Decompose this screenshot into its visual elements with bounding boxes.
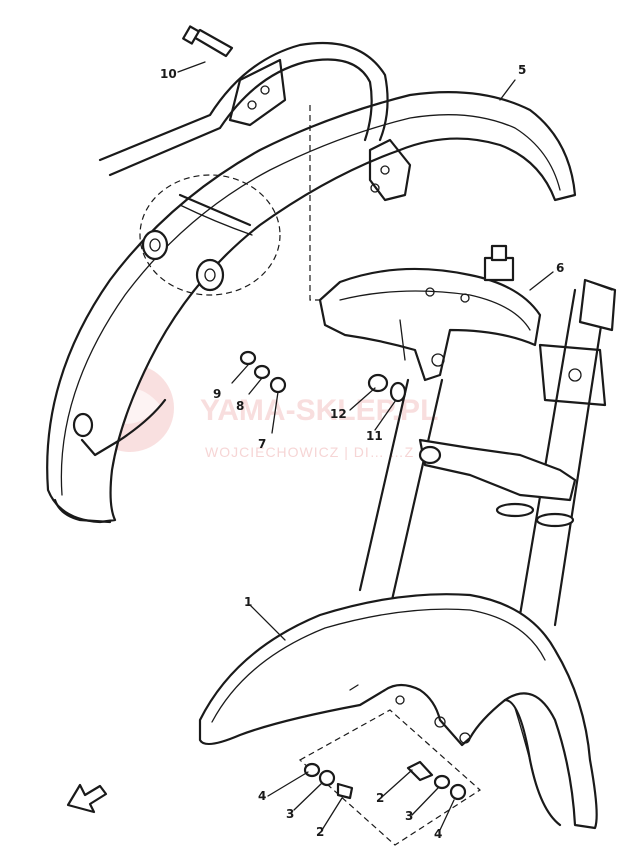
front-fender bbox=[198, 593, 598, 830]
callout-1: 1 bbox=[244, 595, 252, 609]
watermark-subtitle: WOJCIECHOWICZ | DI… …Z CHA… bbox=[205, 444, 467, 460]
callout-10: 10 bbox=[160, 67, 177, 81]
rear-fender bbox=[46, 91, 577, 524]
callout-4-left: 4 bbox=[258, 789, 266, 803]
callout-8: 8 bbox=[236, 399, 244, 413]
callout-7: 7 bbox=[258, 437, 266, 451]
callout-9: 9 bbox=[213, 387, 221, 401]
callout-5: 5 bbox=[518, 63, 526, 77]
hardware-lower bbox=[298, 709, 481, 846]
hardware-upper bbox=[239, 350, 407, 403]
callout-2-left: 2 bbox=[316, 825, 324, 839]
callout-4-right: 4 bbox=[434, 827, 442, 841]
rear-frame-rail bbox=[98, 41, 412, 202]
bolt-10 bbox=[182, 25, 234, 58]
callout-labels: 10 5 6 9 8 7 12 11 1 4 3 2 2 3 4 bbox=[160, 63, 564, 841]
callout-11: 11 bbox=[366, 429, 383, 443]
callout-3-left: 3 bbox=[286, 807, 294, 821]
front-forks bbox=[358, 278, 617, 627]
callout-3-right: 3 bbox=[405, 809, 413, 823]
callout-2-right: 2 bbox=[376, 791, 384, 805]
front-bracket bbox=[318, 244, 542, 382]
direction-arrow-icon bbox=[66, 783, 108, 814]
callout-6: 6 bbox=[556, 261, 564, 275]
callout-12: 12 bbox=[330, 407, 347, 421]
leader-lines bbox=[177, 61, 554, 831]
